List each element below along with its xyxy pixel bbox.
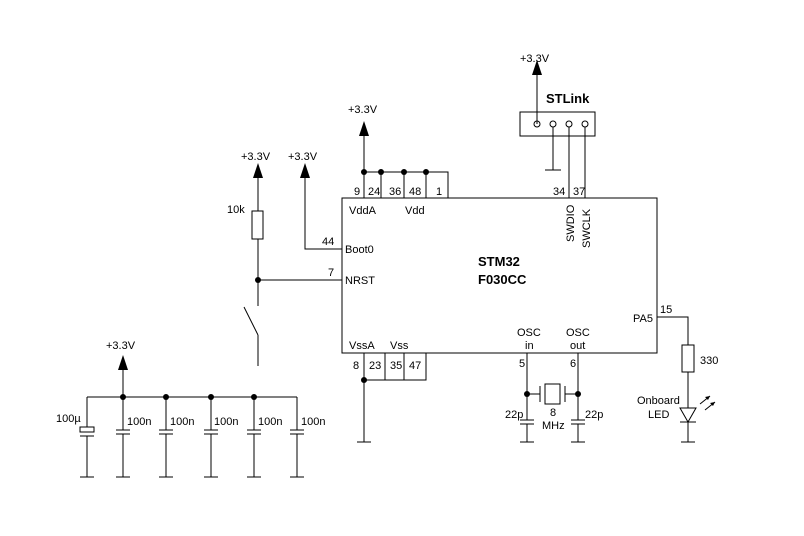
led-resistor-value: 330 xyxy=(700,355,718,367)
pin-9-label: 9 xyxy=(354,186,360,198)
vdda-label: VddA xyxy=(349,205,377,217)
mcu-name-line1: STM32 xyxy=(478,254,520,269)
pin-5-label: 5 xyxy=(519,358,525,370)
vcc-symbol-top: +3.3V xyxy=(348,104,378,136)
pin-6-label: 6 xyxy=(570,358,576,370)
pin-34-label: 34 xyxy=(553,186,565,198)
osc-out-label-2: out xyxy=(570,340,585,352)
pullup-resistor-value: 10k xyxy=(227,204,245,216)
reset-switch xyxy=(243,306,259,336)
crystal xyxy=(539,383,566,405)
pin-47-label: 47 xyxy=(409,360,421,372)
mcu-name-line2: F030CC xyxy=(478,272,527,287)
stlink-pin xyxy=(581,120,589,128)
vcc-symbol-nrst: +3.3V xyxy=(241,151,271,178)
decoupling-capacitor xyxy=(116,397,130,478)
bulk-capacitor xyxy=(79,397,95,478)
boot0-wire xyxy=(304,178,342,250)
decoupling-cap-value: 100n xyxy=(127,416,151,428)
crystal-value-1: 8 xyxy=(550,407,556,419)
led-label-1: Onboard xyxy=(637,395,680,407)
pin1-wire xyxy=(426,171,449,198)
pin-48-label: 48 xyxy=(409,186,421,198)
load-capacitor-right xyxy=(571,419,585,443)
pa5-label: PA5 xyxy=(633,313,653,325)
pin-36-label: 36 xyxy=(389,186,401,198)
osc-in-label-1: OSC xyxy=(517,327,541,339)
mcu-body xyxy=(341,197,658,354)
crystal-value-2: MHz xyxy=(542,420,565,432)
junction-dot xyxy=(361,169,367,175)
pin-1-label: 1 xyxy=(436,186,442,198)
vss-label: Vss xyxy=(390,340,409,352)
swdio-label: SWDIO xyxy=(565,204,577,242)
vcc-label: +3.3V xyxy=(106,340,136,352)
decoupling-cap-value: 100n xyxy=(258,416,282,428)
stlink-connector xyxy=(519,111,596,137)
junction-dot xyxy=(378,169,384,175)
bulk-cap-value: 100µ xyxy=(56,413,81,425)
vcc-label: +3.3V xyxy=(348,104,378,116)
decoupling-capacitor xyxy=(159,397,173,478)
pullup-resistor xyxy=(251,210,264,240)
vdd-label: Vdd xyxy=(405,205,425,217)
led xyxy=(679,395,716,424)
nrst-label: NRST xyxy=(345,275,375,287)
vcc-label: +3.3V xyxy=(241,151,271,163)
vcc-symbol-stlink: +3.3V xyxy=(520,53,550,75)
stlink-label: STLink xyxy=(546,91,590,106)
led-resistor xyxy=(681,344,695,373)
swclk-label: SWCLK xyxy=(581,208,593,248)
vssa-label: VssA xyxy=(349,340,375,352)
osc-in-label-2: in xyxy=(525,340,534,352)
decoupling-cap-value: 100n xyxy=(170,416,194,428)
pin-23-label: 23 xyxy=(369,360,381,372)
load-capacitor-left xyxy=(520,419,534,443)
pin-24-label: 24 xyxy=(368,186,380,198)
vcc-label: +3.3V xyxy=(520,53,550,65)
led-label-2: LED xyxy=(648,409,669,421)
top-power-pins: 9 24 36 48 1 xyxy=(354,136,449,198)
decoupling-capacitor xyxy=(247,397,261,478)
vcc-symbol-decoupling: +3.3V xyxy=(106,340,136,370)
decoupling-cap-value: 100n xyxy=(214,416,238,428)
decoupling-capacitor xyxy=(290,397,304,478)
load-cap-right-value: 22p xyxy=(585,409,603,421)
pin-7-label: 7 xyxy=(328,267,334,279)
stlink-pin xyxy=(565,120,573,128)
decoupling-capacitor xyxy=(204,397,218,478)
decoupling-cap-value: 100n xyxy=(301,416,325,428)
junction-dot xyxy=(401,169,407,175)
pin-37-label: 37 xyxy=(573,186,585,198)
load-cap-left-value: 22p xyxy=(505,409,523,421)
osc-out-label-1: OSC xyxy=(566,327,590,339)
pa5-wire xyxy=(657,316,689,345)
junction-dot xyxy=(255,277,261,283)
stlink-pin xyxy=(549,120,557,128)
pin-15-label: 15 xyxy=(660,304,672,316)
pin-35-label: 35 xyxy=(390,360,402,372)
vcc-symbol-boot0: +3.3V xyxy=(288,151,318,178)
pin-44-label: 44 xyxy=(322,236,334,248)
vcc-label: +3.3V xyxy=(288,151,318,163)
pin-8-label: 8 xyxy=(353,360,359,372)
boot0-label: Boot0 xyxy=(345,244,374,256)
